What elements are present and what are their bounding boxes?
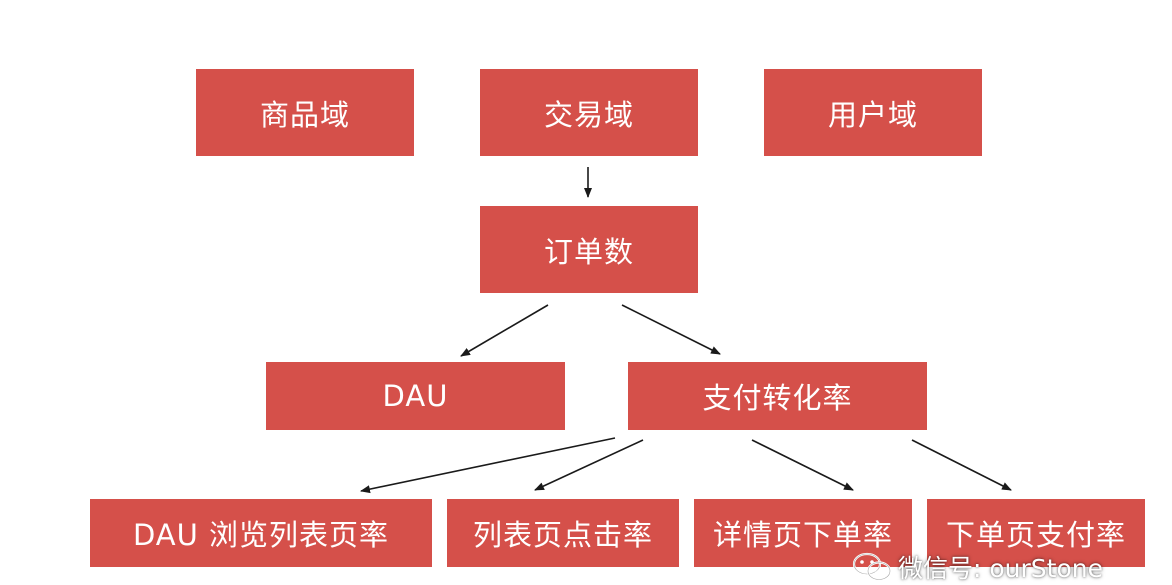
watermark: 微信号: ourStone [852,548,1103,585]
pay-conversion-box: 支付转化率 [628,362,927,430]
watermark-text: 微信号: ourStone [898,553,1103,583]
order-count-box: 订单数 [480,206,698,293]
user-domain-box: 用户域 [764,69,982,156]
dau-box: DAU [266,362,565,430]
arrow-pay-to-dau-browse [360,437,616,494]
arrow-orders-to-pay-conversion [621,304,721,355]
dau-browse-list-rate-box: DAU 浏览列表页率 [90,499,432,567]
goods-domain-box: 商品域 [196,69,414,156]
arrow-pay-to-order-pay [911,439,1012,491]
wechat-icon [852,552,892,581]
list-click-rate-box: 列表页点击率 [447,499,679,567]
arrow-pay-to-detail-order [751,439,854,491]
order-pay-rate-box: 下单页支付率 [927,499,1145,567]
trade-domain-box: 交易域 [480,69,698,156]
arrow-pay-to-list-click [534,439,644,491]
arrow-orders-to-dau [460,304,549,357]
